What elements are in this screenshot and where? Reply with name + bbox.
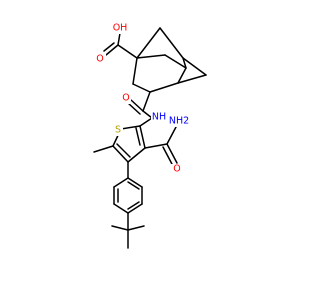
bond	[135, 127, 141, 146]
bond	[127, 225, 145, 231]
bond	[142, 91, 151, 112]
bond	[177, 67, 187, 84]
nh2-label: NH2	[169, 116, 189, 127]
bond	[120, 125, 141, 130]
atom-label-nh2: NH2	[166, 116, 192, 127]
bond	[142, 110, 153, 119]
bond	[127, 177, 143, 188]
bond	[164, 54, 187, 69]
atom-label-o-amide: O	[120, 93, 131, 104]
sulfur-label: S	[115, 125, 121, 136]
bond	[182, 57, 187, 69]
bond	[159, 27, 184, 59]
nh-label: NH	[152, 112, 166, 123]
bond	[130, 99, 144, 112]
bond	[113, 177, 129, 188]
bond	[127, 181, 140, 190]
atom-label-s: S	[112, 125, 123, 136]
atom-labels: OH O O NH NH2 S O	[95, 23, 192, 175]
bond	[139, 117, 153, 127]
bond	[166, 126, 177, 145]
bond	[144, 143, 168, 149]
bond	[112, 145, 129, 163]
bond	[139, 125, 146, 149]
bond	[127, 147, 146, 163]
bond	[166, 143, 178, 164]
bond	[103, 42, 115, 52]
atom-label-nh: NH	[151, 112, 169, 123]
amide-oxygen-label: O	[122, 93, 129, 104]
atom-label-o-carboxamide: O	[171, 164, 182, 175]
bond	[116, 143, 131, 158]
bond	[149, 82, 179, 93]
bonds	[93, 27, 207, 249]
bond	[113, 203, 129, 214]
bond	[136, 54, 166, 59]
bond	[105, 44, 119, 56]
bond	[93, 145, 114, 153]
acid-oxygen-label: O	[96, 54, 103, 65]
bond	[127, 102, 141, 115]
bond	[117, 44, 138, 59]
bond	[127, 201, 140, 210]
bond	[132, 57, 138, 85]
bond	[127, 203, 143, 214]
bond	[136, 27, 161, 59]
bond	[132, 83, 151, 93]
molecule-diagram: OH O O NH NH2 S O	[93, 23, 207, 249]
bond	[111, 225, 129, 231]
bond	[177, 74, 207, 84]
oh-label: OH	[113, 23, 128, 34]
atom-label-oh: OH	[111, 23, 129, 34]
bond	[117, 32, 121, 46]
bond	[182, 57, 207, 76]
atom-label-o-acid: O	[95, 54, 106, 65]
carboxamide-oxygen-label: O	[173, 164, 180, 175]
bond	[162, 146, 174, 167]
